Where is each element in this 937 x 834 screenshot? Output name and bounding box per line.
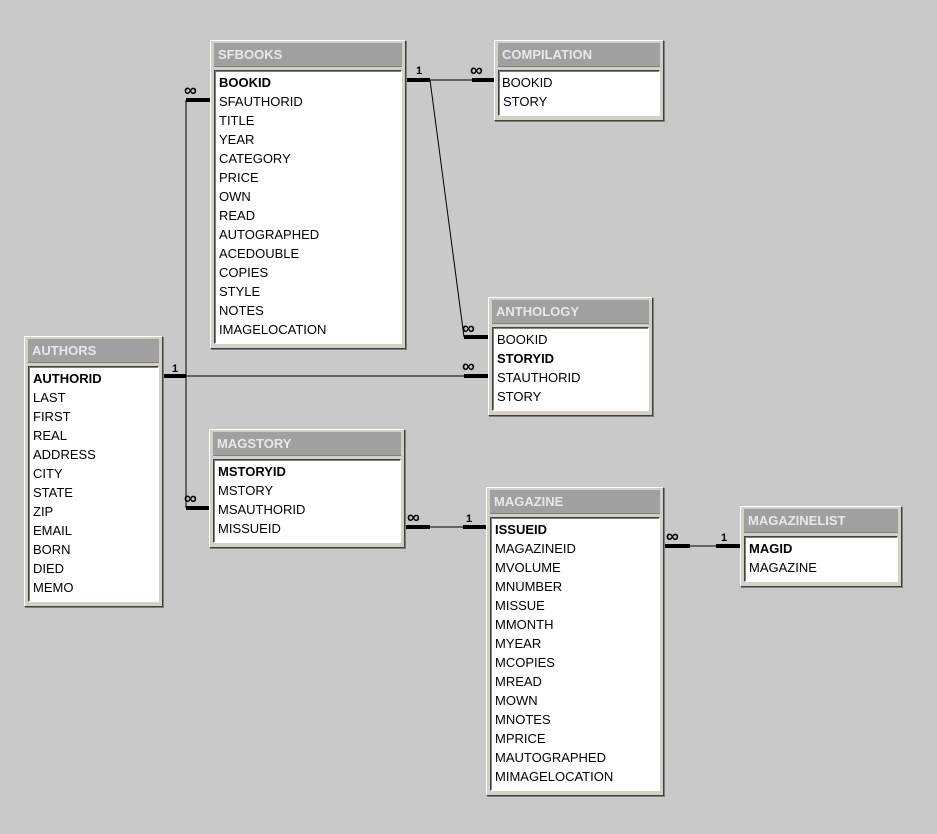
field-notes[interactable]: NOTES — [219, 303, 264, 318]
table-sfbooks[interactable]: SFBOOKS BOOKID SFAUTHORID TITLE YEAR CAT… — [210, 40, 406, 349]
table-title[interactable]: SFBOOKS — [214, 43, 402, 67]
table-compilation[interactable]: COMPILATION BOOKID STORY — [494, 40, 664, 121]
table-title[interactable]: COMPILATION — [498, 43, 660, 67]
field-list: ISSUEID MAGAZINEID MVOLUME MNUMBER MISSU… — [490, 517, 660, 791]
field-story[interactable]: STORY — [497, 389, 542, 404]
table-anthology[interactable]: ANTHOLOGY BOOKID STORYID STAUTHORID STOR… — [488, 297, 653, 416]
field-born[interactable]: BORN — [33, 542, 71, 557]
rel-sfbooks-anthology-line — [429, 79, 465, 338]
field-myear[interactable]: MYEAR — [495, 636, 542, 651]
field-list: BOOKID STORYID STAUTHORID STORY — [492, 327, 649, 411]
field-mnotes[interactable]: MNOTES — [495, 712, 551, 727]
field-acedouble[interactable]: ACEDOUBLE — [219, 246, 300, 261]
field-list: BOOKID STORY — [498, 70, 660, 116]
table-title[interactable]: MAGAZINELIST — [744, 509, 898, 533]
field-category[interactable]: CATEGORY — [219, 151, 291, 166]
field-mown[interactable]: MOWN — [495, 693, 538, 708]
field-mstory[interactable]: MSTORY — [218, 483, 274, 498]
field-state[interactable]: STATE — [33, 485, 73, 500]
field-bookid[interactable]: BOOKID — [219, 75, 271, 90]
field-own[interactable]: OWN — [219, 189, 251, 204]
field-list: MAGID MAGAZINE — [744, 536, 898, 582]
label-many: ∞ — [462, 356, 475, 376]
field-msauthorid[interactable]: MSAUTHORID — [218, 502, 306, 517]
field-authorid[interactable]: AUTHORID — [33, 371, 102, 386]
field-missueid[interactable]: MISSUEID — [218, 521, 281, 536]
table-magazinelist[interactable]: MAGAZINELIST MAGID MAGAZINE — [740, 506, 902, 587]
field-mcopies[interactable]: MCOPIES — [495, 655, 555, 670]
field-magazineid[interactable]: MAGAZINEID — [495, 541, 576, 556]
field-missue[interactable]: MISSUE — [495, 598, 545, 613]
field-mmonth[interactable]: MMONTH — [495, 617, 554, 632]
field-imagelocation[interactable]: IMAGELOCATION — [219, 322, 327, 337]
table-title[interactable]: MAGSTORY — [213, 432, 401, 456]
field-zip[interactable]: ZIP — [33, 504, 54, 519]
field-title[interactable]: TITLE — [219, 113, 255, 128]
label-many: ∞ — [470, 60, 483, 80]
field-mnumber[interactable]: MNUMBER — [495, 579, 563, 594]
field-died[interactable]: DIED — [33, 561, 65, 576]
label-one: 1 — [416, 65, 422, 77]
field-story[interactable]: STORY — [503, 94, 548, 109]
table-title[interactable]: MAGAZINE — [490, 490, 660, 514]
field-stauthorid[interactable]: STAUTHORID — [497, 370, 581, 385]
table-title[interactable]: ANTHOLOGY — [492, 300, 649, 324]
field-mimagelocation[interactable]: MIMAGELOCATION — [495, 769, 614, 784]
label-one: 1 — [721, 532, 727, 544]
field-read[interactable]: READ — [219, 208, 256, 223]
field-row: BOOKID — [499, 73, 659, 92]
label-many: ∞ — [666, 526, 679, 546]
field-last[interactable]: LAST — [33, 390, 66, 405]
field-magazine[interactable]: MAGAZINE — [749, 560, 817, 575]
table-authors[interactable]: AUTHORS AUTHORID LAST FIRST REAL ADDRESS… — [24, 336, 163, 607]
field-address[interactable]: ADDRESS — [33, 447, 96, 462]
label-many: ∞ — [184, 488, 197, 508]
field-style[interactable]: STYLE — [219, 284, 261, 299]
field-mvolume[interactable]: MVOLUME — [495, 560, 561, 575]
field-magid[interactable]: MAGID — [749, 541, 793, 556]
table-magazine[interactable]: MAGAZINE ISSUEID MAGAZINEID MVOLUME MNUM… — [486, 487, 664, 796]
field-mautographed[interactable]: MAUTOGRAPHED — [495, 750, 606, 765]
field-list: MSTORYID MSTORY MSAUTHORID MISSUEID — [213, 459, 401, 543]
field-memo[interactable]: MEMO — [33, 580, 74, 595]
field-issueid[interactable]: ISSUEID — [495, 522, 548, 537]
field-list: AUTHORID LAST FIRST REAL ADDRESS CITY ST… — [28, 366, 159, 602]
field-email[interactable]: EMAIL — [33, 523, 73, 538]
field-mread[interactable]: MREAD — [495, 674, 542, 689]
field-sfauthorid[interactable]: SFAUTHORID — [219, 94, 303, 109]
field-copies[interactable]: COPIES — [219, 265, 269, 280]
label-many: ∞ — [407, 507, 420, 527]
label-many: ∞ — [184, 80, 197, 100]
field-bookid[interactable]: BOOKID — [497, 332, 548, 347]
label-one: 1 — [172, 363, 178, 375]
field-list: BOOKID SFAUTHORID TITLE YEAR CATEGORY PR… — [214, 70, 402, 344]
table-magstory[interactable]: MAGSTORY MSTORYID MSTORY MSAUTHORID MISS… — [209, 429, 405, 548]
field-price[interactable]: PRICE — [219, 170, 259, 185]
field-first[interactable]: FIRST — [33, 409, 71, 424]
label-many: ∞ — [462, 318, 475, 338]
field-real[interactable]: REAL — [33, 428, 67, 443]
field-mprice[interactable]: MPRICE — [495, 731, 546, 746]
field-year[interactable]: YEAR — [219, 132, 255, 147]
field-autographed[interactable]: AUTOGRAPHED — [219, 227, 320, 242]
table-title[interactable]: AUTHORS — [28, 339, 159, 363]
field-mstoryid[interactable]: MSTORYID — [218, 464, 286, 479]
field-city[interactable]: CITY — [33, 466, 63, 481]
label-one: 1 — [466, 513, 472, 525]
field-bookid-selected[interactable]: BOOKID — [502, 75, 553, 90]
field-storyid[interactable]: STORYID — [497, 351, 555, 366]
